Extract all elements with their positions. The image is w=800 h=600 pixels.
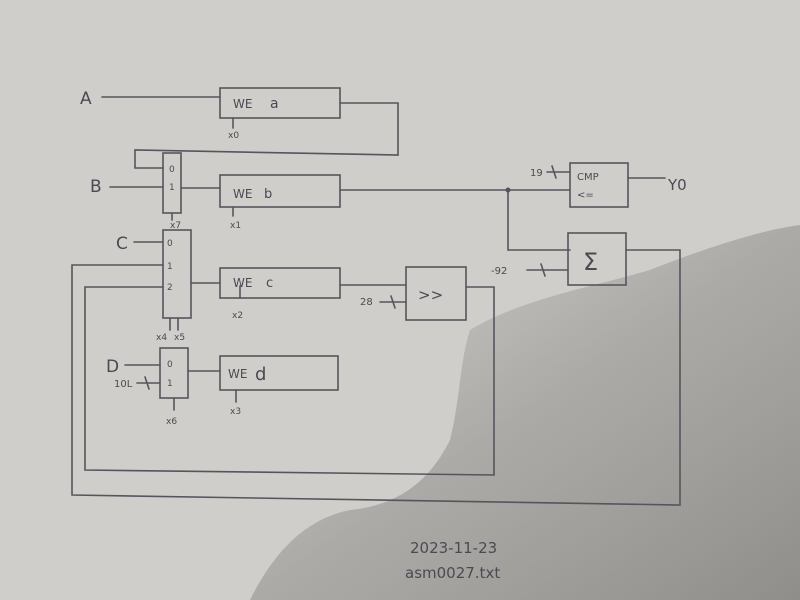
comparator-op: <=: [577, 190, 594, 201]
comparator-label: CMP: [577, 172, 599, 183]
mux-b-in0: 0: [169, 165, 175, 175]
register-b-control: x1: [230, 221, 241, 231]
register-b-we: WE: [233, 187, 252, 201]
wire-b-to-adder: [507, 189, 571, 251]
shifter-const-tick: [390, 295, 396, 309]
mux-d-in1: 1: [167, 379, 173, 389]
footer-date: 2023-11-23: [410, 539, 497, 557]
footer-filename: asm0027.txt: [405, 564, 500, 582]
adder-symbol: Σ: [583, 248, 598, 276]
comparator: [569, 162, 629, 208]
mux-c-in0: 0: [167, 239, 173, 249]
mux-c-select1: x5: [174, 333, 185, 343]
register-b-name: b: [264, 187, 272, 202]
register-b: [219, 174, 341, 208]
register-c: [219, 267, 341, 299]
input-d-label: D: [106, 357, 119, 377]
register-a-name: a: [270, 96, 279, 112]
mux-d-in0: 0: [167, 360, 173, 370]
mux-c-select0: x4: [156, 333, 167, 343]
mux-c-in2: 2: [167, 283, 173, 293]
wire-adder-feedback: [71, 249, 681, 506]
adder-const-tick: [540, 263, 546, 277]
shifter-symbol: >>: [418, 286, 443, 304]
mux-b-select: x7: [170, 221, 181, 231]
adder-const: -92: [491, 266, 507, 277]
comparator-const-tick: [551, 165, 557, 179]
adder: [567, 232, 627, 286]
input-c-label: C: [116, 234, 128, 254]
register-d-we: WE: [228, 367, 247, 381]
register-a-control: x0: [228, 131, 239, 141]
wire-shifter-feedback: [84, 286, 495, 476]
hand-shadow: [250, 225, 800, 600]
shifter-const: 28: [360, 297, 373, 308]
register-a-we: WE: [233, 97, 252, 111]
mux-d-const-tick: [144, 376, 150, 390]
wire-a-feedback: [134, 102, 399, 169]
mux-d-const: 10L: [114, 379, 133, 390]
mux-c-in1: 1: [167, 262, 173, 272]
register-d-control: x3: [230, 407, 241, 417]
mux-c: [162, 229, 192, 319]
input-a-label: A: [80, 89, 92, 109]
register-d: [219, 355, 339, 391]
comparator-const: 19: [530, 168, 543, 179]
input-b-label: B: [90, 177, 102, 197]
mux-b-in1: 1: [169, 183, 175, 193]
register-d-name: d: [255, 364, 266, 385]
comparator-output: Y0: [667, 176, 687, 194]
register-c-we: WE: [233, 276, 252, 290]
shifter: [405, 266, 467, 321]
mux-d-select: x6: [166, 417, 177, 427]
register-c-name: c: [266, 276, 273, 291]
register-c-control: x2: [232, 311, 243, 321]
